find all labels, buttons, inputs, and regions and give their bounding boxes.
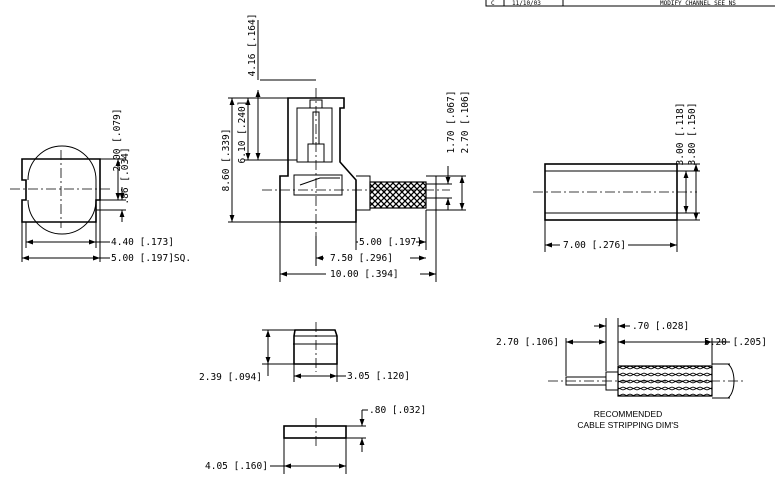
- title-rev: C: [491, 0, 495, 7]
- side-dim-cable-outer: 2.70 [.106]: [460, 91, 471, 154]
- side-dim-height-upper: 6.10 [.240]: [237, 101, 248, 164]
- front-dim-inner-width: 4.40 [.173]: [111, 237, 174, 248]
- side-dim-len-1: 5.00 [.197]: [359, 237, 422, 248]
- cap-view: 2.39 [.094] 3.05 [.120]: [199, 322, 410, 383]
- ferrule-dim-length: 7.00 [.276]: [563, 240, 626, 251]
- washer-view: .80 [.032] 4.05 [.160]: [205, 405, 426, 474]
- front-dim-height: 2.00 [.079]: [112, 109, 123, 172]
- side-dim-len-2: 7.50 [.296]: [330, 253, 393, 264]
- cable-note-line2: CABLE STRIPPING DIM'S: [577, 420, 679, 430]
- cable-dim-braid: 5.20 [.205]: [704, 337, 767, 348]
- side-dim-cable-inner: 1.70 [.067]: [446, 91, 457, 154]
- ferrule-dim-inner: 3.00 [.118]: [675, 103, 686, 166]
- front-dim-outer-width: 5.00 [.197]SQ.: [111, 253, 191, 264]
- cap-dim-width: 3.05 [.120]: [347, 371, 410, 382]
- cable-dim-pin: .70 [.028]: [632, 321, 689, 332]
- title-date: 11/10/03: [512, 0, 541, 7]
- side-dim-len-3: 10.00 [.394]: [330, 269, 399, 280]
- title-block: C 11/10/03 MODIFY CHANNEL SEE NS: [485, 0, 775, 7]
- front-dim-bottom: .86 [.034]: [120, 147, 131, 204]
- cable-dim-dielectric: 2.70 [.106]: [496, 337, 559, 348]
- side-view: 8.60 [.339] 6.10 [.240] 4.16 [.164] 1.70…: [221, 14, 471, 282]
- washer-dim-thickness: .80 [.032]: [369, 405, 426, 416]
- side-dim-pin-top: 4.16 [.164]: [247, 14, 258, 77]
- title-description: MODIFY CHANNEL SEE NS: [660, 0, 736, 7]
- ferrule-view: 3.00 [.118] 3.80 [.150] 7.00 [.276]: [533, 103, 700, 252]
- cable-note-line1: RECOMMENDED: [594, 409, 662, 419]
- side-dim-height-total: 8.60 [.339]: [221, 129, 232, 192]
- washer-dim-width: 4.05 [.160]: [205, 461, 268, 472]
- cap-dim-height: 2.39 [.094]: [199, 372, 262, 383]
- front-view: 2.00 [.079] .86 [.034] 4.40 [.173] 5.00 …: [10, 109, 191, 264]
- ferrule-dim-outer: 3.80 [.150]: [687, 103, 698, 166]
- cable-view: 2.70 [.106] .70 [.028] 5.20 [.205] RECOM…: [496, 318, 767, 430]
